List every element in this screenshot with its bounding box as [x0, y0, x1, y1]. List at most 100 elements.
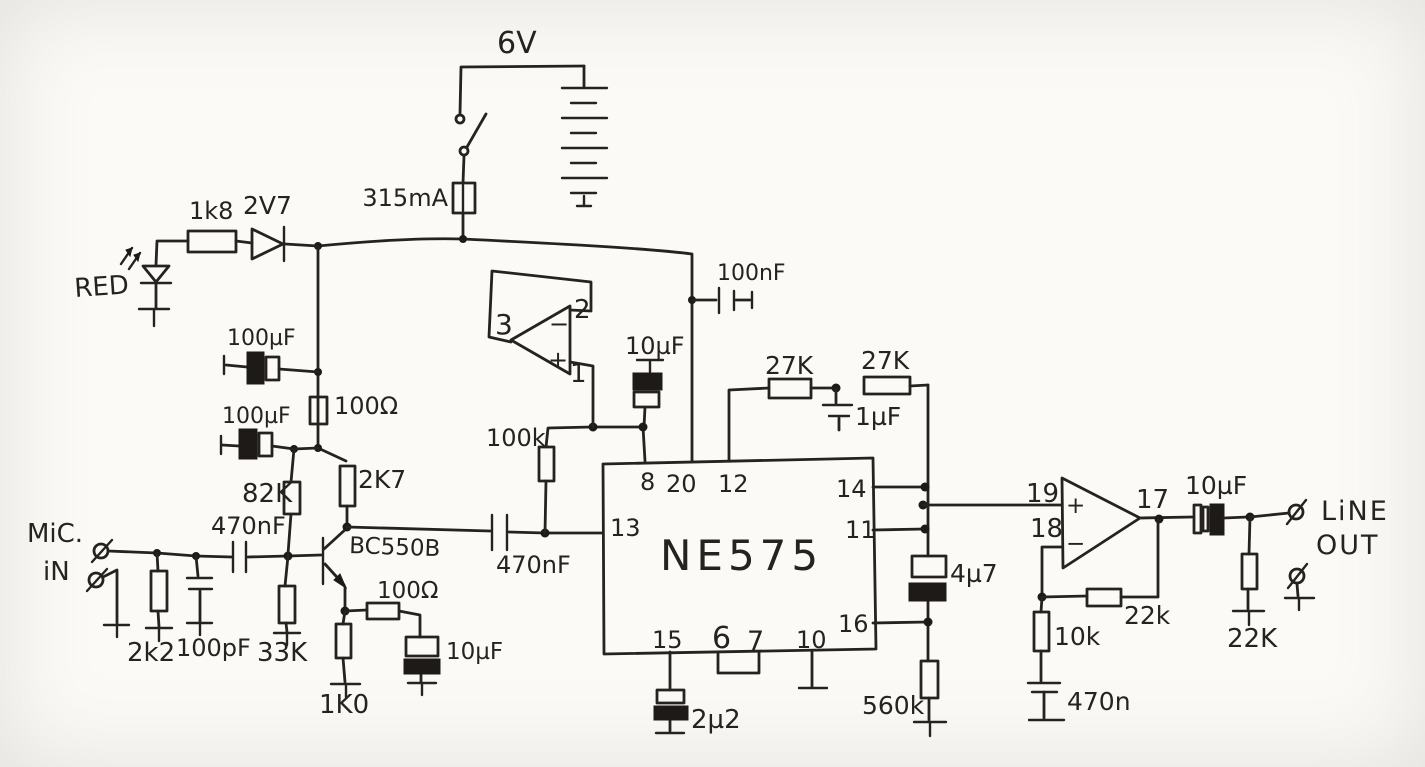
cap-10uF-ref-icon	[632, 358, 665, 463]
resistor-10k	[1032, 595, 1051, 683]
right-rail-wire	[926, 383, 931, 722]
left-rail-wire	[316, 244, 348, 463]
resistor-22k-load	[1231, 515, 1266, 627]
battery-icon	[560, 64, 609, 208]
resistor-2k7	[338, 464, 357, 529]
pin16-stub	[871, 620, 930, 625]
decoupling-cap-100nF: 100nF	[692, 261, 786, 315]
resistor-2k2-label: 2k2	[127, 638, 175, 668]
ic-pin16-label: 16	[838, 610, 869, 638]
ref-opamp-feedback-loop	[487, 269, 593, 344]
ground-icon	[912, 720, 948, 738]
supply-top-wire	[458, 64, 586, 240]
cap-4u7-icon	[908, 554, 948, 602]
ic-pin11-label: 11	[845, 516, 876, 544]
ground-icon	[102, 623, 131, 639]
resistor-560k-label: 560k	[862, 691, 925, 720]
ground-icon	[185, 621, 214, 637]
ic-pin14-label: 14	[836, 475, 867, 503]
resistor-100ohm-rail	[308, 395, 329, 426]
cap-100uF-bottom-label: 100µF	[222, 404, 291, 429]
lineout-label-line2: OUT	[1316, 530, 1380, 561]
resistor-82k	[282, 447, 302, 556]
pin6-7-strap	[716, 650, 761, 675]
opamp-minus-sign: −	[1066, 531, 1085, 557]
mic-input-section: MiC. iN 2k2 100pF 470nF	[27, 447, 323, 668]
resistor-560k	[912, 659, 948, 738]
collector-line-wire	[345, 525, 605, 535]
ic-pin6-label: 6	[712, 621, 731, 656]
cap-1uF-icon	[821, 387, 854, 432]
mic-jack-sleeve-icon	[85, 567, 131, 639]
ground-icon	[1283, 596, 1316, 612]
ground-icon	[272, 631, 302, 647]
cap-470nF-pin13-label: 470nF	[496, 551, 571, 579]
ic-pin12-label: 12	[718, 470, 749, 498]
cap-1uF-label: 1µF	[855, 402, 901, 431]
mic-label-line2: iN	[43, 557, 70, 587]
resistor-100k	[537, 425, 594, 535]
cap-100uF-bottom-icon	[219, 428, 320, 460]
cap-2u2-icon	[653, 650, 689, 735]
cap-470nF-input-icon	[231, 540, 248, 574]
line-out-section: 10µF 22K LiNE OUT	[1185, 471, 1389, 654]
output-rail-section: 4µ7 560k	[862, 383, 998, 738]
supply-filter-section: 100µF 100Ω 100µF	[219, 244, 398, 463]
ic-pin13-label: 13	[610, 514, 641, 542]
opamp-inv-wire	[1040, 545, 1064, 599]
power-supply-section: 6V 315mA	[362, 26, 609, 240]
ground-icon	[1231, 609, 1266, 627]
switch-icon-lower	[458, 145, 470, 157]
cap-10uF-out-icon	[1192, 503, 1250, 536]
cap-4u7-label: 4µ7	[950, 559, 998, 588]
resistor-10k-label: 10k	[1054, 622, 1101, 651]
ic-pin20-label: 20	[666, 470, 697, 498]
ref-opamp-plus-sign: +	[548, 346, 568, 374]
resistor-27k-1	[767, 377, 813, 400]
ref-opamp-icon	[509, 304, 572, 376]
ic-ne575-body	[601, 456, 878, 656]
resistor-27k-2	[862, 375, 912, 396]
opamp-pin19-label: 19	[1026, 479, 1059, 509]
output-opamp-section: 19 18 17 + − 22k 10k 470n	[921, 476, 1194, 722]
cap-10uF-out-label: 10µF	[1185, 471, 1247, 500]
opamp-plus-sign: +	[1066, 493, 1085, 519]
ref-opamp-noninv-wire	[568, 360, 595, 429]
opamp-pin18-label: 18	[1030, 514, 1063, 544]
supply-voltage-label: 6V	[497, 26, 537, 61]
resistor-1k0	[329, 609, 362, 699]
cap-470nF-input-label: 470nF	[211, 512, 286, 540]
resistor-1k8	[186, 229, 238, 254]
cap-470nF-pin13-icon	[490, 513, 509, 552]
resistor-2k2	[144, 551, 174, 643]
led-branch-wire	[154, 239, 190, 310]
resistor-82k-label: 82K	[242, 479, 293, 509]
ic-pin15-label: 15	[652, 626, 683, 654]
led-icon	[119, 246, 173, 285]
fuse-icon	[451, 181, 477, 215]
pin11-stub	[871, 527, 927, 532]
resistor-22k-load-label: 22K	[1227, 624, 1278, 654]
resistor-33k-label: 33K	[257, 638, 308, 668]
ref-opamp-pin3-label: 3	[495, 308, 513, 341]
emitter-bypass	[343, 601, 441, 697]
ref-opamp-pin2-label: 2	[574, 295, 591, 325]
ic-pin7-label: 7	[747, 626, 764, 657]
cap-100uF-top-icon	[222, 351, 320, 385]
ground-icon	[329, 682, 362, 699]
led-color-label: RED	[73, 270, 129, 304]
pin12-wire	[727, 386, 771, 463]
resistor-100k-label: 100k	[486, 424, 546, 452]
resistor-22k-feedback-label: 22k	[1124, 601, 1171, 630]
lineout-jack-tip-icon	[1285, 498, 1308, 526]
output-opamp-icon	[1060, 476, 1142, 570]
cap-10uF-ref-label: 10µF	[625, 332, 685, 360]
cap-2u2-label: 2µ2	[691, 705, 741, 735]
ground-icon	[144, 626, 174, 643]
zener-label: 2V7	[243, 191, 292, 220]
resistor-100ohm-rail-label: 100Ω	[334, 392, 398, 420]
lineout-label-line1: LiNE	[1321, 496, 1389, 527]
feedback-network-section: 27K 27K 1µF	[765, 346, 930, 432]
